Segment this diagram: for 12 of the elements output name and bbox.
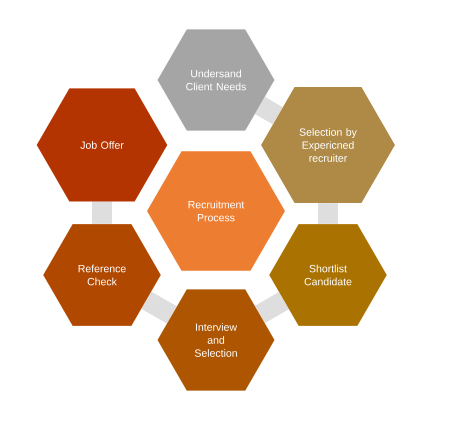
process-hexagon: Selection by Expericned recruiter bbox=[261, 87, 395, 203]
process-hexagon: Undersand Client Needs bbox=[158, 29, 274, 131]
process-hexagon: Reference Check bbox=[43, 224, 161, 326]
process-hexagon: Job Offer bbox=[36, 88, 168, 202]
center-hexagon: Recruitment Process bbox=[147, 151, 285, 271]
connector-band bbox=[254, 96, 283, 124]
connector-band bbox=[318, 203, 338, 224]
connector-band bbox=[141, 292, 177, 324]
connector-band bbox=[254, 292, 289, 324]
process-hexagon: Interview and Selection bbox=[158, 289, 274, 391]
connector-band bbox=[92, 202, 112, 224]
process-hexagon: Shortlist Candidate bbox=[269, 224, 387, 326]
